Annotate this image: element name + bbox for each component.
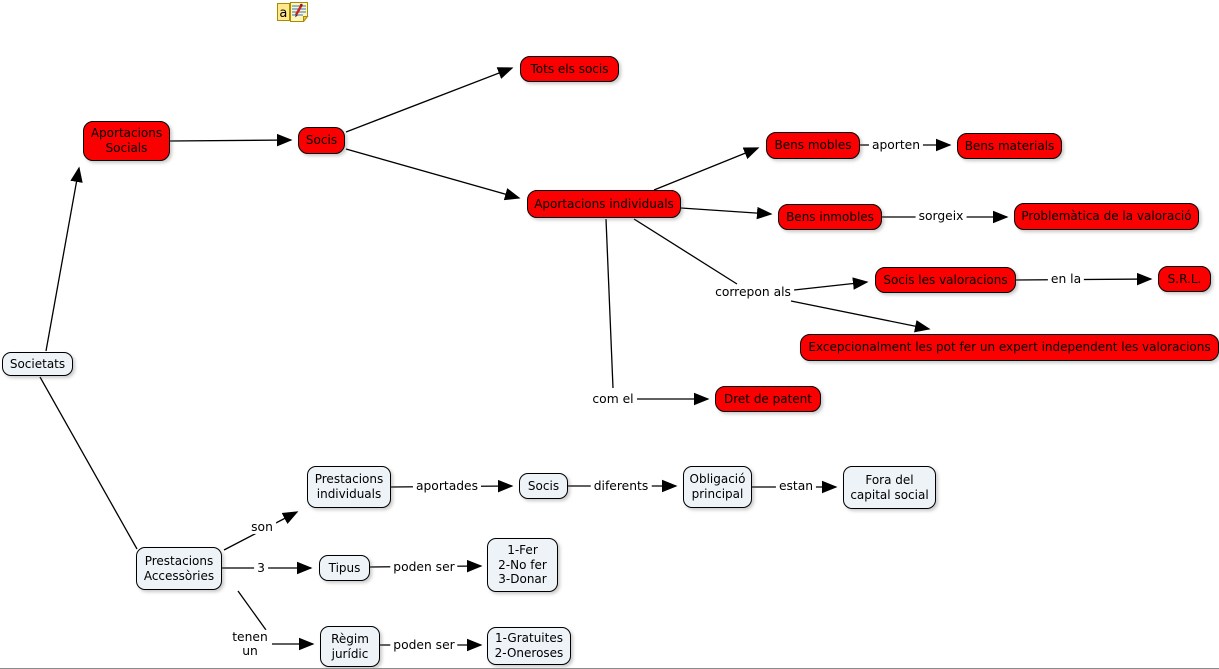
- node-bens-mobles[interactable]: Bens mobles: [766, 132, 860, 159]
- node-tots-els-socis[interactable]: Tots els socis: [520, 56, 619, 82]
- edge-correpon-excepcionalment: [790, 300, 931, 333]
- link-label-aportades[interactable]: aportades: [412, 478, 482, 494]
- edge-correpon-socis-valoracions: [793, 277, 869, 291]
- node-societats[interactable]: Societats: [2, 352, 73, 376]
- link-label-estan[interactable]: estan: [775, 478, 817, 494]
- edge-aportacions-socials-socis: [169, 133, 293, 147]
- node-problematica-valoracio[interactable]: Problemàtica de la valoració: [1014, 203, 1199, 230]
- node-prestacions-accessories[interactable]: Prestacions Accessòries: [136, 547, 222, 590]
- link-label-poden-ser-2[interactable]: poden ser: [390, 637, 458, 653]
- node-regim-juridic[interactable]: Règim jurídic: [320, 626, 380, 667]
- link-label-tenen-un[interactable]: tenen un: [229, 629, 271, 659]
- annotation-icon[interactable]: a: [277, 2, 309, 22]
- link-label-son[interactable]: son: [248, 519, 276, 535]
- node-obligacio-principal[interactable]: Obligació principal: [683, 466, 752, 508]
- link-label-en-la[interactable]: en la: [1047, 271, 1085, 287]
- edge-prestaccess-tenen-un: [237, 590, 267, 631]
- node-srl[interactable]: S.R.L.: [1158, 266, 1211, 292]
- link-label-com-el[interactable]: com el: [589, 391, 637, 407]
- node-bens-inmobles[interactable]: Bens inmobles: [778, 204, 882, 230]
- node-socis-les-valoracions[interactable]: Socis les valoracions: [875, 267, 1016, 293]
- edge-societats-aportacions-socials: [45, 166, 83, 352]
- node-socis-2[interactable]: Socis: [519, 473, 568, 499]
- node-prestacions-individuals[interactable]: Prestacions individuals: [307, 466, 391, 508]
- edge-societats-prestacions-accessories: [39, 376, 138, 550]
- annotation-note-fold: [303, 16, 309, 22]
- node-excepcionalment[interactable]: Excepcionalment les pot fer un expert in…: [800, 334, 1219, 361]
- edge-socis-tots-els-socis: [345, 67, 514, 133]
- node-bens-materials[interactable]: Bens materials: [957, 133, 1062, 159]
- annotation-letter-cell: [277, 3, 290, 21]
- node-tipus-llista[interactable]: 1-Fer 2-No fer 3-Donar: [487, 538, 558, 592]
- link-label-3[interactable]: 3: [254, 560, 268, 576]
- node-tipus[interactable]: Tipus: [319, 555, 370, 581]
- link-label-sorgeix[interactable]: sorgeix: [915, 208, 967, 224]
- link-label-correpon-als[interactable]: correpon als: [712, 284, 794, 300]
- link-label-aporten[interactable]: aporten: [868, 137, 924, 153]
- edge-aportindiv-com-el: [605, 218, 614, 389]
- node-aportacions-socials[interactable]: Aportacions Socials: [83, 121, 170, 161]
- node-dret-de-patent[interactable]: Dret de patent: [715, 386, 821, 412]
- node-fora-del-capital-social[interactable]: Fora del capital social: [843, 466, 936, 509]
- link-label-diferents[interactable]: diferents: [590, 478, 652, 494]
- edge-aportindiv-correpon-als: [633, 218, 738, 285]
- node-regim-llista[interactable]: 1-Gratuites 2-Oneroses: [487, 627, 571, 665]
- edge-socis-aportacions-individuals: [345, 148, 521, 201]
- node-socis[interactable]: Socis: [298, 127, 345, 154]
- annotation-letter: a: [279, 6, 287, 21]
- edge-aportindiv-bens-mobles: [653, 147, 760, 191]
- pencil-icon: [294, 3, 303, 18]
- node-aportacions-individuals[interactable]: Aportacions individuals: [527, 190, 681, 218]
- link-label-poden-ser-1[interactable]: poden ser: [390, 559, 458, 575]
- edge-aportindiv-bens-inmobles: [680, 206, 773, 220]
